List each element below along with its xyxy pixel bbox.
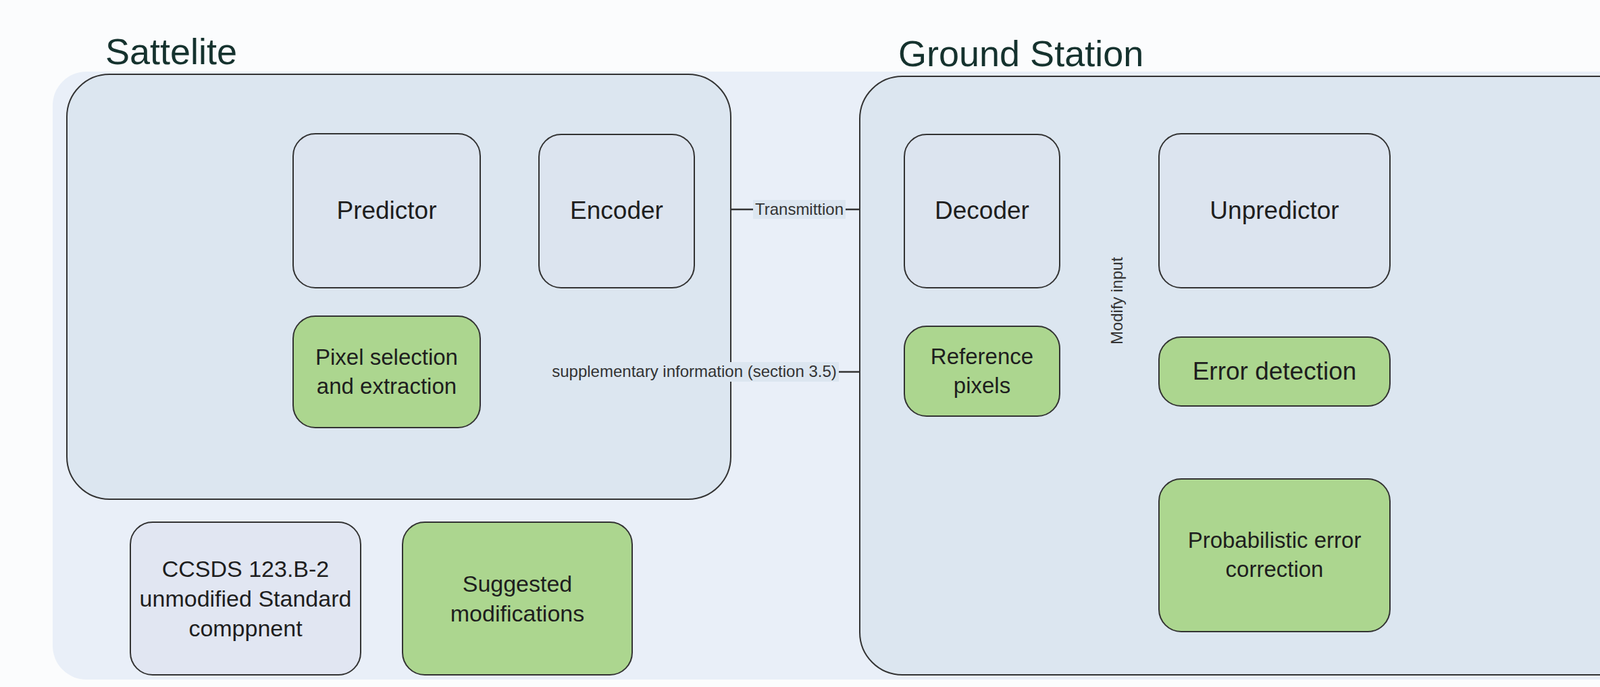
region-heading: Sattelite bbox=[105, 30, 238, 73]
process-box: Encoder bbox=[538, 133, 695, 289]
box-label: Encoder bbox=[563, 194, 670, 227]
process-box: Predictor bbox=[292, 133, 481, 289]
process-box: Pixel selection and extraction bbox=[292, 315, 481, 429]
process-box: Reference pixels bbox=[903, 325, 1061, 417]
legend-text: CCSDS 123.B-2 unmodified Standard comppn… bbox=[131, 553, 360, 644]
box-label: Probabilistic error correction bbox=[1159, 526, 1390, 585]
ground-station-region: Ground StationDecoderUnpredictorReferenc… bbox=[859, 75, 1600, 676]
process-box: Unpredictor bbox=[1158, 133, 1391, 289]
box-label: Pixel selection and extraction bbox=[293, 343, 480, 402]
process-box: Decoder bbox=[903, 133, 1061, 289]
box-label: Error detection bbox=[1185, 355, 1364, 388]
edge-label: supplementary information (section 3.5) bbox=[549, 362, 839, 382]
legend-swatch: Suggested modifications bbox=[401, 521, 633, 676]
edge-label: Modify input bbox=[1108, 254, 1128, 346]
region-heading: Ground Station bbox=[898, 32, 1144, 75]
process-box: Probabilistic error correction bbox=[1158, 478, 1391, 633]
legend-text: Suggested modifications bbox=[403, 568, 632, 629]
satellite-region: SattelitePredictorEncoderPixel selection… bbox=[66, 73, 732, 500]
box-label: Reference pixels bbox=[905, 342, 1060, 401]
edge-label: Transmittion bbox=[753, 199, 846, 220]
legend-swatch: CCSDS 123.B-2 unmodified Standard comppn… bbox=[129, 521, 362, 676]
process-box: Error detection bbox=[1158, 336, 1391, 407]
box-label: Unpredictor bbox=[1202, 194, 1346, 227]
box-label: Decoder bbox=[927, 194, 1037, 227]
backdrop-panel bbox=[52, 71, 1600, 680]
box-label: Predictor bbox=[329, 194, 444, 227]
